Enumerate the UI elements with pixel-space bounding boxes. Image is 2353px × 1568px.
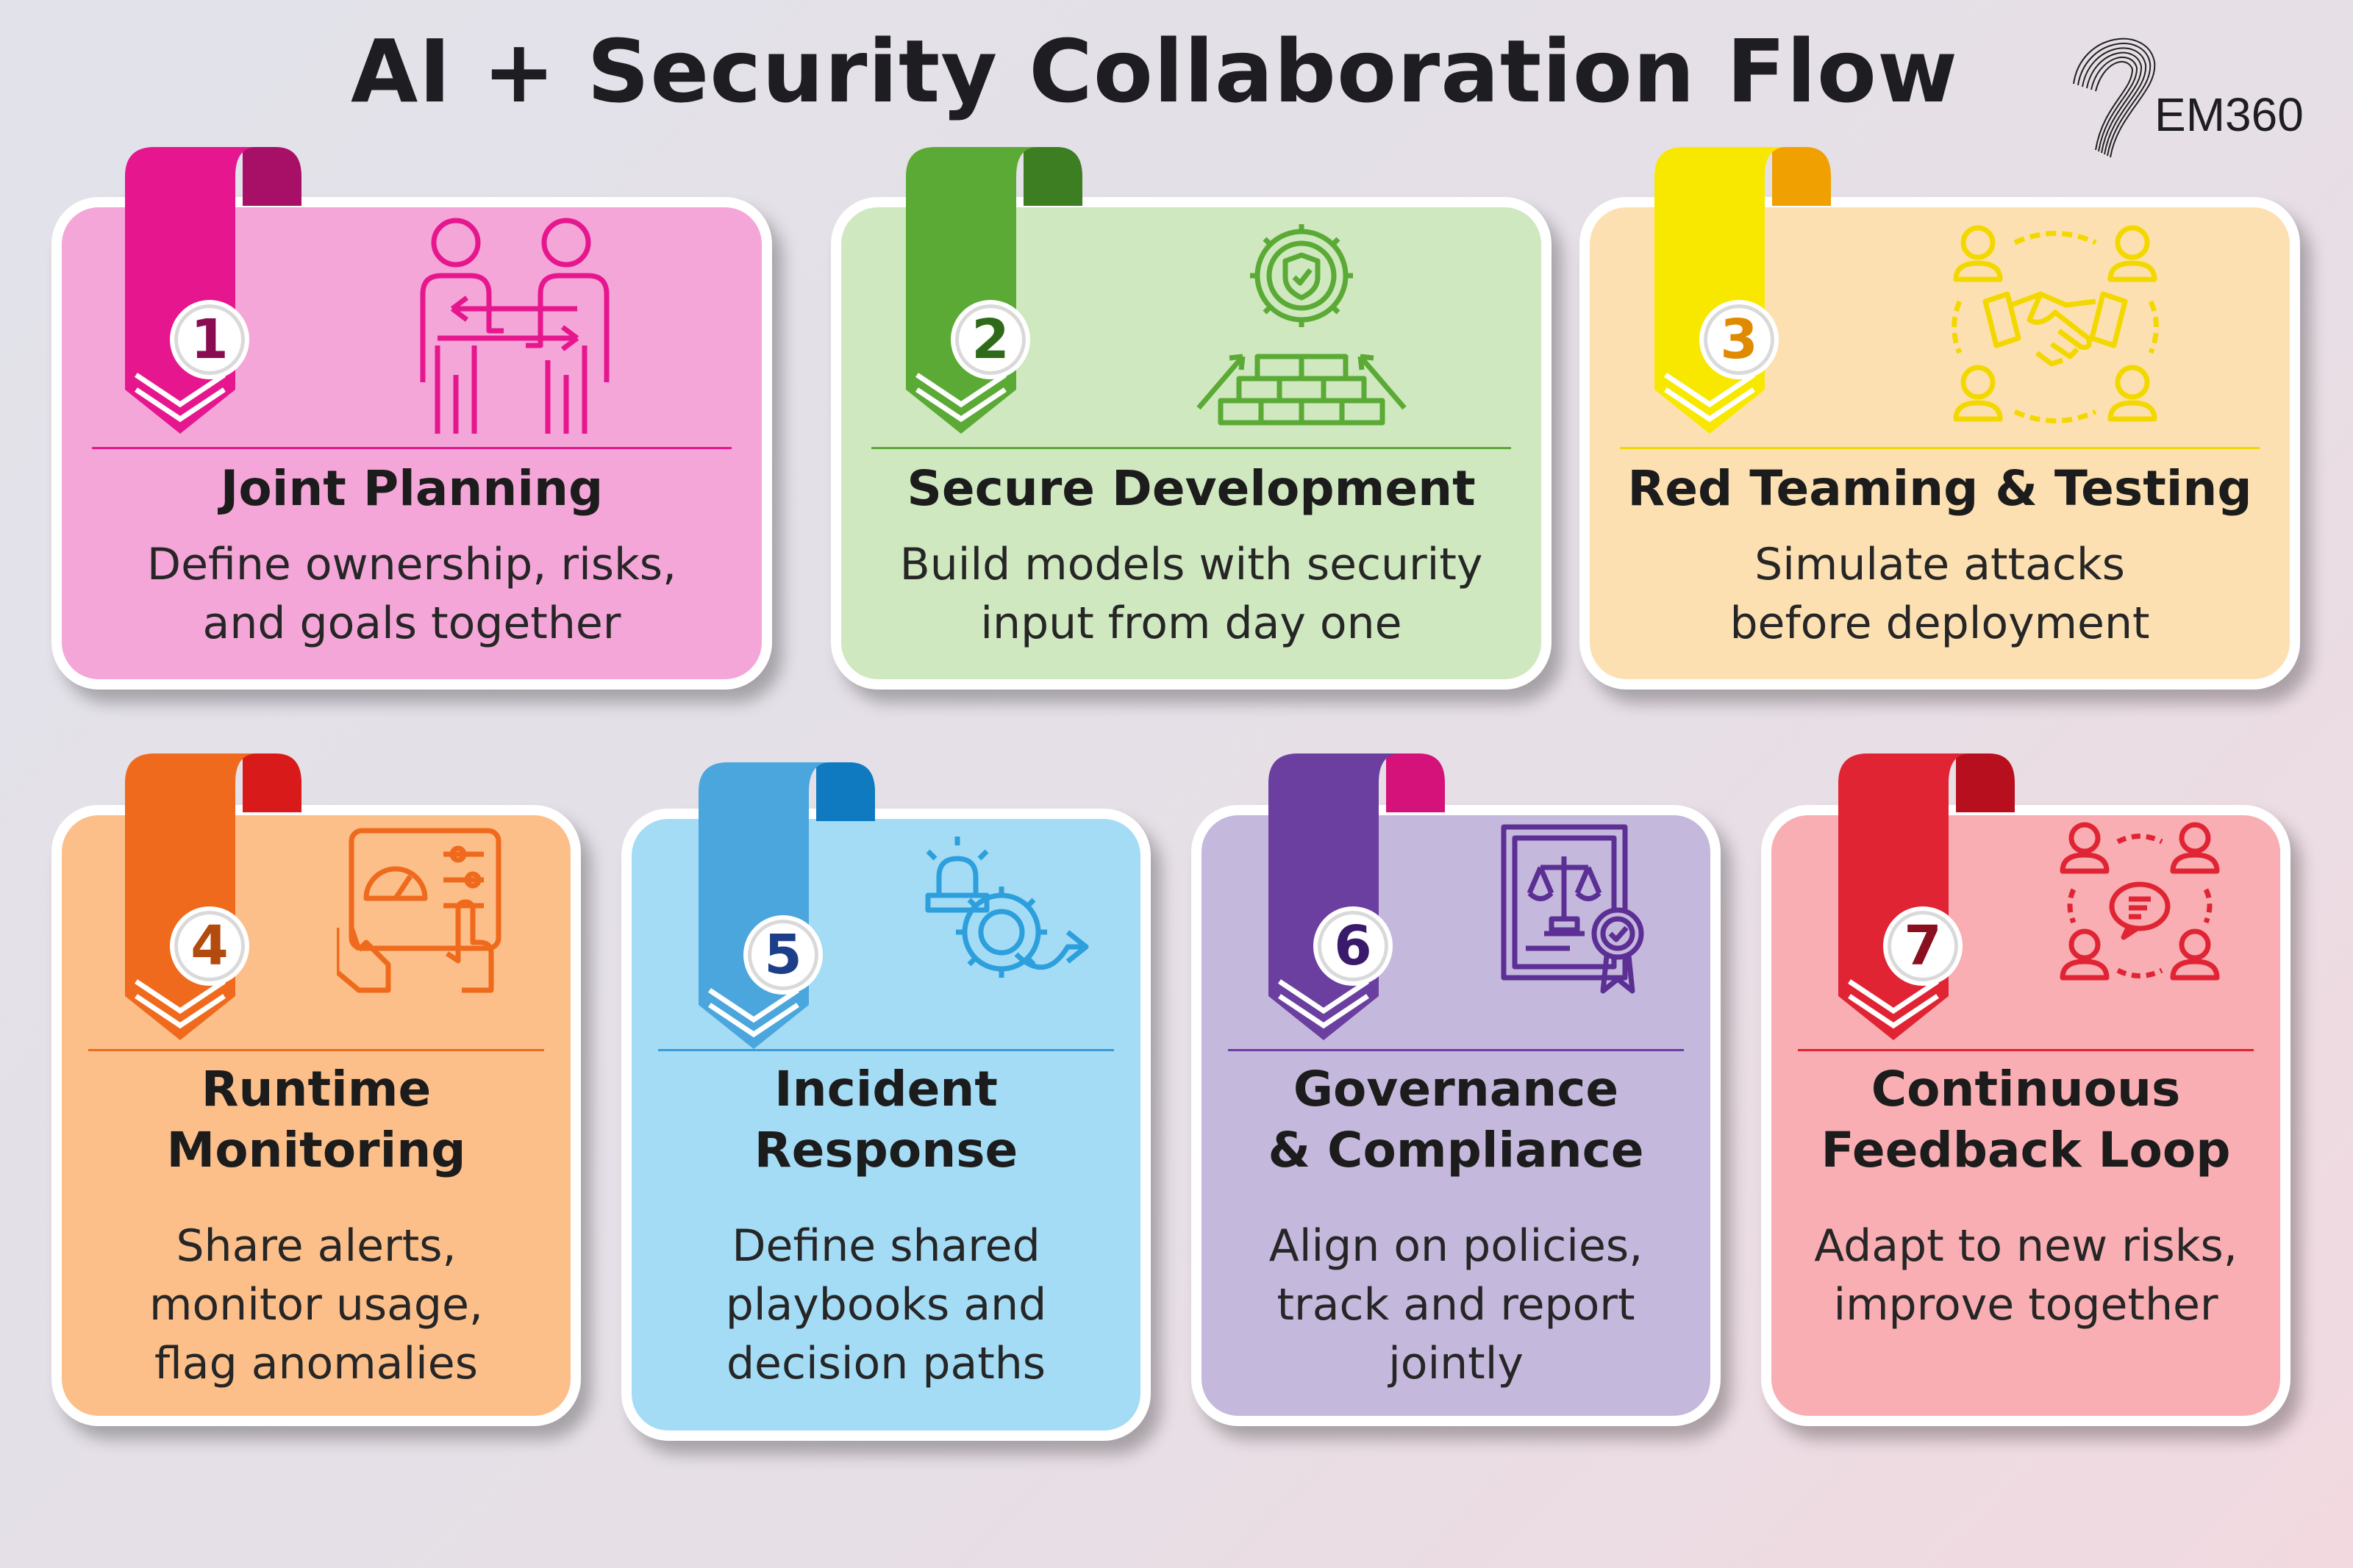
card-background <box>1191 805 1721 1426</box>
step-title-line: & Compliance <box>1268 1122 1644 1178</box>
step-title-line: Feedback Loop <box>1821 1122 2231 1178</box>
step-desc-line: playbooks and <box>725 1279 1047 1331</box>
step-card-1: Joint Planning Define ownership, risks, … <box>51 197 772 690</box>
step-number: 6 <box>1334 914 1372 978</box>
feedback-loop-people-icon <box>2060 822 2220 981</box>
step-ribbon-2 <box>906 147 1082 434</box>
step-number: 5 <box>764 923 802 987</box>
step-card-4: Runtime Monitoring Share alerts, monitor… <box>51 805 581 1426</box>
card-divider <box>658 1049 1114 1051</box>
step-desc-line: and goals together <box>202 598 621 649</box>
step-number: 4 <box>190 914 229 978</box>
step-number: 1 <box>190 308 229 371</box>
step-card-6: Governance & Compliance Align on policie… <box>1191 805 1721 1426</box>
step-desc-line: track and report <box>1277 1279 1635 1331</box>
step-title-line: Runtime <box>201 1061 432 1117</box>
card-divider <box>871 447 1511 449</box>
step-desc-line: Define shared <box>732 1220 1040 1272</box>
step-desc-line: Share alerts, <box>176 1220 457 1272</box>
step-ribbon-1 <box>125 147 301 434</box>
em360-logo: EM360 <box>2066 18 2324 165</box>
step-number-badge: 6 <box>1313 906 1393 986</box>
step-desc-line: monitor usage, <box>149 1279 483 1331</box>
card-divider <box>1798 1049 2254 1051</box>
step-title: Joint Planning <box>220 460 604 517</box>
step-number: 2 <box>971 308 1010 371</box>
people-exchange-icon <box>420 218 610 434</box>
step-number-badge: 1 <box>170 300 249 379</box>
step-card-2: Secure Development Build models with sec… <box>831 197 1552 690</box>
step-title-line: Incident <box>774 1061 998 1117</box>
step-ribbon-3 <box>1654 147 1831 434</box>
step-title: Secure Development <box>907 460 1476 517</box>
swirl-logo-icon <box>2073 37 2156 158</box>
step-number-badge: 3 <box>1699 300 1779 379</box>
certificate-scales-icon <box>1501 824 1644 994</box>
card-divider <box>1620 447 2260 449</box>
step-ribbon-6 <box>1268 753 1445 1040</box>
step-title-line: Continuous <box>1871 1061 2181 1117</box>
step-number-badge: 7 <box>1883 906 1963 986</box>
step-desc-line: flag anomalies <box>154 1338 478 1389</box>
step-desc-line: decision paths <box>726 1338 1046 1389</box>
card-background <box>831 197 1552 690</box>
card-divider <box>88 1049 544 1051</box>
step-number: 3 <box>1720 308 1758 371</box>
card-divider <box>92 447 732 449</box>
handshake-team-icon <box>1952 225 2159 423</box>
step-number-badge: 5 <box>743 915 823 995</box>
logo-text: EM360 <box>2154 88 2304 141</box>
step-desc-line: improve together <box>1833 1279 2218 1331</box>
step-desc-line: Define ownership, risks, <box>146 539 677 590</box>
step-desc-line: before deployment <box>1729 598 2150 649</box>
step-number: 7 <box>1904 914 1942 978</box>
step-ribbon-4 <box>125 753 301 1040</box>
step-desc-line: input from day one <box>980 598 1402 649</box>
step-number-badge: 2 <box>951 300 1030 379</box>
card-divider <box>1228 1049 1684 1051</box>
step-ribbon-7 <box>1838 753 2015 1040</box>
step-card-7: Continuous Feedback Loop Adapt to new ri… <box>1761 805 2290 1426</box>
step-ribbon-5 <box>699 762 875 1049</box>
alarm-gear-arrow-icon <box>925 837 1089 978</box>
card-background <box>51 805 581 1426</box>
shield-gear-bricks-icon <box>1196 224 1407 426</box>
step-desc-line: jointly <box>1388 1338 1524 1389</box>
step-number-badge: 4 <box>170 906 249 986</box>
step-title-line: Governance <box>1293 1061 1619 1117</box>
dashboard-tablet-icon <box>337 828 501 993</box>
step-desc-line: Build models with security <box>899 539 1483 590</box>
step-desc-line: Adapt to new risks, <box>1814 1220 2238 1272</box>
page-title: AI + Security Collaboration Flow <box>351 21 1958 122</box>
step-desc-line: Simulate attacks <box>1754 539 2125 590</box>
step-title-line: Monitoring <box>166 1122 466 1178</box>
step-desc-line: Align on policies, <box>1268 1220 1643 1272</box>
step-title: Red Teaming & Testing <box>1627 460 2252 517</box>
step-title-line: Response <box>754 1122 1018 1178</box>
